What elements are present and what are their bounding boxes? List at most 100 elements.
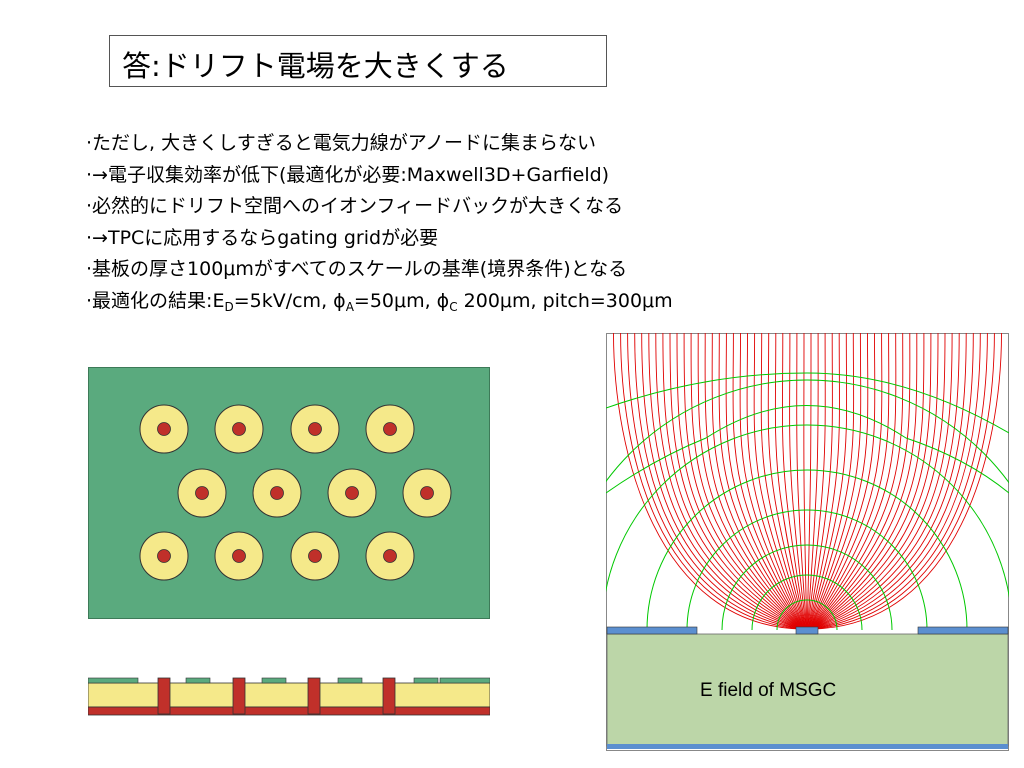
field-line — [641, 333, 802, 630]
field-line — [704, 333, 803, 630]
field-line — [732, 333, 805, 630]
subscript-text: C — [449, 299, 458, 314]
field-line — [613, 333, 802, 630]
slide-title: 答:ドリフト電場を大きくする — [122, 49, 509, 83]
field-cathode-left — [606, 626, 698, 635]
subscript-text: A — [345, 299, 354, 314]
bullet-line: ·→TPCに応用するならgating gridが必要 — [86, 223, 673, 255]
field-line — [808, 333, 848, 630]
field-line — [811, 333, 932, 630]
equipotential-arc — [606, 405, 1009, 494]
bullet-text: ·→電子収集効率が低下(最適化が必要:Maxwell3D+Garfield) — [86, 163, 610, 186]
equipotential-arc — [606, 372, 1009, 434]
field-map-caption: E field of MSGC — [700, 680, 837, 701]
anode-dot — [383, 422, 397, 436]
anode-dot — [232, 422, 246, 436]
equipotential-arc — [606, 379, 1009, 484]
field-line — [808, 333, 855, 630]
e-field-map — [606, 333, 1009, 751]
field-line — [812, 333, 960, 630]
msgc-top-view-diagram — [88, 367, 490, 619]
field-line — [739, 333, 805, 630]
cathode-strip — [439, 677, 490, 684]
bullet-text: 200μm, pitch=300μm — [457, 289, 673, 312]
msgc-cross-section-diagram — [88, 677, 490, 716]
field-line — [697, 333, 803, 630]
bullet-text: =5kV/cm, ϕ — [233, 289, 346, 312]
bullet-line: ·→電子収集効率が低下(最適化が必要:Maxwell3D+Garfield) — [86, 160, 673, 192]
bullet-line: ·ただし, 大きくしすぎると電気力線がアノードに集まらない — [86, 128, 673, 160]
cathode-strip — [88, 677, 139, 684]
field-line — [812, 333, 953, 630]
field-line — [711, 333, 804, 630]
field-line — [676, 333, 803, 630]
anode-dot — [308, 422, 322, 436]
equipotential-arc — [776, 599, 838, 631]
field-cathode-right — [917, 626, 1009, 635]
anode-dot — [420, 486, 434, 500]
cathode-strip — [337, 677, 363, 684]
field-line — [725, 333, 804, 630]
field-line — [789, 333, 807, 630]
field-line — [811, 333, 939, 630]
field-line — [809, 333, 869, 630]
field-line — [811, 333, 911, 630]
anode-dot — [308, 549, 322, 563]
field-line — [807, 333, 819, 630]
anode-post — [157, 677, 171, 715]
field-substrate — [606, 633, 1009, 747]
field-anode — [795, 626, 819, 635]
equipotential-arc — [646, 469, 968, 631]
field-line — [807, 333, 833, 630]
bullet-line: ·基板の厚さ100μmがすべてのスケールの基準(境界条件)となる — [86, 254, 673, 286]
field-line — [690, 333, 803, 630]
field-line — [781, 333, 807, 630]
title-box: 答:ドリフト電場を大きくする — [109, 35, 607, 87]
anode-dot — [157, 549, 171, 563]
bullet-text: =50μm, ϕ — [353, 289, 450, 312]
equipotential-arc — [606, 424, 1009, 599]
field-line — [812, 333, 967, 630]
field-line — [774, 333, 806, 630]
field-line — [812, 333, 981, 630]
anode-dot — [345, 486, 359, 500]
equipotential-arc — [751, 574, 863, 631]
field-line — [809, 333, 876, 630]
cathode-strip — [185, 677, 211, 684]
field-line — [812, 333, 988, 630]
bullet-text: ·ただし, 大きくしすぎると電気力線がアノードに集まらない — [86, 132, 597, 154]
anode-dot — [232, 549, 246, 563]
field-line — [812, 333, 946, 630]
field-line — [810, 333, 897, 630]
anode-dot — [195, 486, 209, 500]
equipotential-arc — [721, 544, 893, 631]
field-line — [627, 333, 802, 630]
field-line — [810, 333, 904, 630]
anode-post — [382, 677, 396, 715]
equipotential-lines — [606, 372, 1009, 631]
anode-post — [232, 677, 246, 715]
bullet-line: ·最適化の結果:ED=5kV/cm, ϕA=50μm, ϕC 200μm, pi… — [86, 286, 673, 324]
field-lines — [613, 333, 1002, 630]
field-line — [648, 333, 802, 630]
field-line — [806, 333, 812, 630]
field-line — [803, 333, 808, 630]
bullet-text: ·基板の厚さ100μmがすべてのスケールの基準(境界条件)となる — [86, 258, 628, 280]
bullet-line: ·必然的にドリフト空間へのイオンフィードバックが大きくなる — [86, 191, 673, 223]
cathode-strip — [261, 677, 287, 684]
field-line — [809, 333, 862, 630]
field-line — [812, 333, 995, 630]
back-electrode — [88, 706, 490, 716]
field-line — [811, 333, 925, 630]
anode-dot — [270, 486, 284, 500]
field-line — [812, 333, 1002, 630]
field-line — [796, 333, 807, 630]
field-line — [655, 333, 802, 630]
bullet-text: ·最適化の結果:E — [86, 289, 225, 312]
field-line — [807, 333, 826, 630]
field-line — [634, 333, 802, 630]
cathode-strip — [413, 677, 439, 684]
field-line — [810, 333, 890, 630]
field-line — [809, 333, 883, 630]
anode-post — [307, 677, 321, 715]
